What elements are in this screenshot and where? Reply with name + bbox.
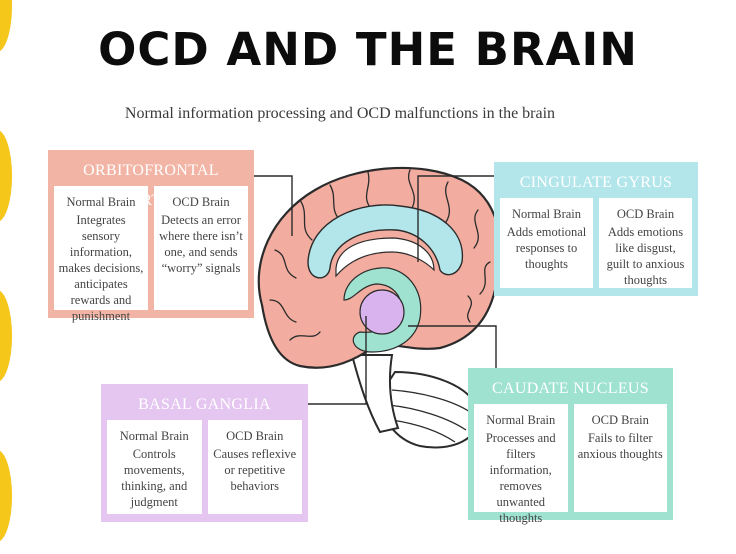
panel-title: ORBITOFRONTAL CORTEX — [83, 162, 219, 209]
normal-brain-card: Normal Brain Controls movements, thinkin… — [107, 420, 202, 514]
normal-brain-card: Normal Brain Adds emotional responses to… — [500, 198, 593, 288]
caudate-nucleus-shape — [343, 267, 422, 353]
ocd-brain-card: OCD Brain Causes reflexive or repetitive… — [207, 420, 302, 514]
card-heading: OCD Brain — [172, 195, 230, 209]
basal-ganglia-panel: BASAL GANGLIA Normal Brain Controls move… — [101, 384, 308, 522]
card-heading: OCD Brain — [591, 413, 649, 427]
card-heading: Normal Brain — [511, 207, 582, 221]
page-title: OCD AND THE BRAIN — [98, 23, 638, 76]
basal-ganglia-shape — [359, 289, 405, 335]
cingulate-gyrus-panel: CINGULATE GYRUS Normal Brain Adds emotio… — [494, 162, 698, 296]
panel-title: BASAL GANGLIA — [138, 396, 271, 413]
decorative-edge-shape — [0, 130, 12, 222]
decorative-edge-shape — [0, 290, 12, 382]
normal-brain-card: Normal Brain Processes and filters infor… — [474, 404, 568, 525]
ocd-brain-card: OCD Brain Adds emotions like disgust, gu… — [599, 198, 692, 288]
card-heading: Normal Brain — [119, 429, 189, 443]
card-text: Causes reflexive or repetitive behaviors — [213, 447, 297, 493]
orbitofrontal-cortex-panel: ORBITOFRONTAL CORTEX Normal Brain Integr… — [48, 150, 254, 323]
caudate-nucleus-panel: CAUDATE NUCLEUS Normal Brain Processes a… — [468, 368, 673, 525]
card-heading: OCD Brain — [616, 207, 675, 221]
connector-basal — [308, 316, 367, 405]
panel-title: CINGULATE GYRUS — [519, 174, 673, 191]
card-text: Adds emotions like disgust, guilt to anx… — [606, 225, 685, 287]
page-subtitle: Normal information processing and OCD ma… — [124, 105, 556, 122]
card-text: Detects an error where there isn’t one, … — [159, 213, 243, 275]
cerebellum-shape — [378, 370, 480, 449]
card-heading: Normal Brain — [486, 413, 556, 427]
card-text: Fails to filter anxious thoughts — [577, 431, 663, 461]
card-heading: Normal Brain — [66, 195, 136, 209]
cingulate-gyrus-shape — [307, 204, 464, 279]
connector-cingulate — [417, 175, 494, 262]
card-text: Adds emotional responses to thoughts — [506, 225, 587, 271]
normal-brain-card: Normal Brain Integrates sensory informat… — [54, 186, 148, 323]
card-text: Processes and filters information, remov… — [485, 431, 556, 525]
connector-orbitofrontal — [254, 175, 293, 236]
card-text: Controls movements, thinking, and judgme… — [121, 447, 188, 509]
card-text: Integrates sensory information, makes de… — [58, 213, 144, 323]
ocd-brain-card: OCD Brain Detects an error where there i… — [154, 186, 248, 310]
panel-title: CAUDATE NUCLEUS — [492, 380, 649, 397]
card-heading: OCD Brain — [226, 429, 284, 443]
decorative-edge-shape — [0, 450, 12, 542]
ocd-brain-card: OCD Brain Fails to filter anxious though… — [573, 404, 667, 512]
brain-stem-shape — [350, 354, 400, 434]
